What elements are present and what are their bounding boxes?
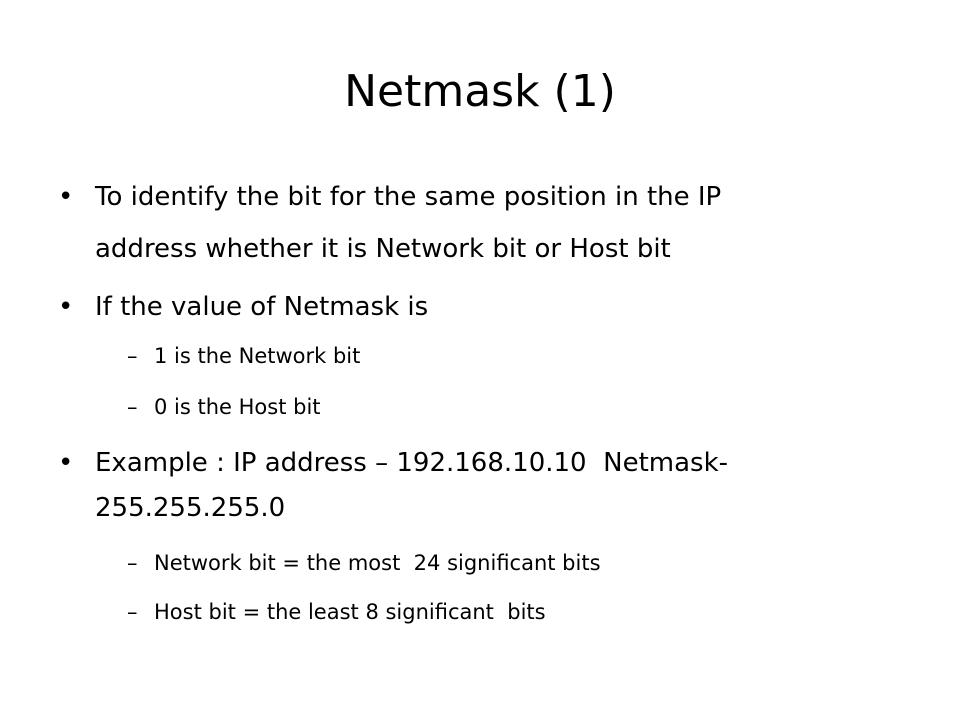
sub-bullet-dash: – [127, 600, 138, 624]
bullet-text-line: 255.255.255.0 [95, 493, 286, 523]
bullet-text-line: Example : IP address – 192.168.10.10 Net… [95, 448, 729, 478]
sub-bullet-text: Host bit = the least 8 significant bits [154, 600, 546, 624]
bullet-dot: • [58, 182, 74, 212]
sub-bullet-text: 1 is the Network bit [154, 344, 361, 368]
sub-bullet-dash: – [127, 395, 138, 419]
bullet-dot: • [58, 448, 74, 478]
bullet-text-line: If the value of Netmask is [95, 292, 429, 322]
slide-title: Netmask (1) [344, 66, 616, 117]
bullet-text-line: address whether it is Network bit or Hos… [95, 234, 671, 264]
sub-bullet-dash: – [127, 344, 138, 368]
sub-bullet-dash: – [127, 551, 138, 575]
bullet-text-line: To identify the bit for the same positio… [95, 182, 722, 212]
sub-bullet-text: 0 is the Host bit [154, 395, 321, 419]
sub-bullet-text: Network bit = the most 24 significant bi… [154, 551, 601, 575]
bullet-dot: • [58, 292, 74, 322]
